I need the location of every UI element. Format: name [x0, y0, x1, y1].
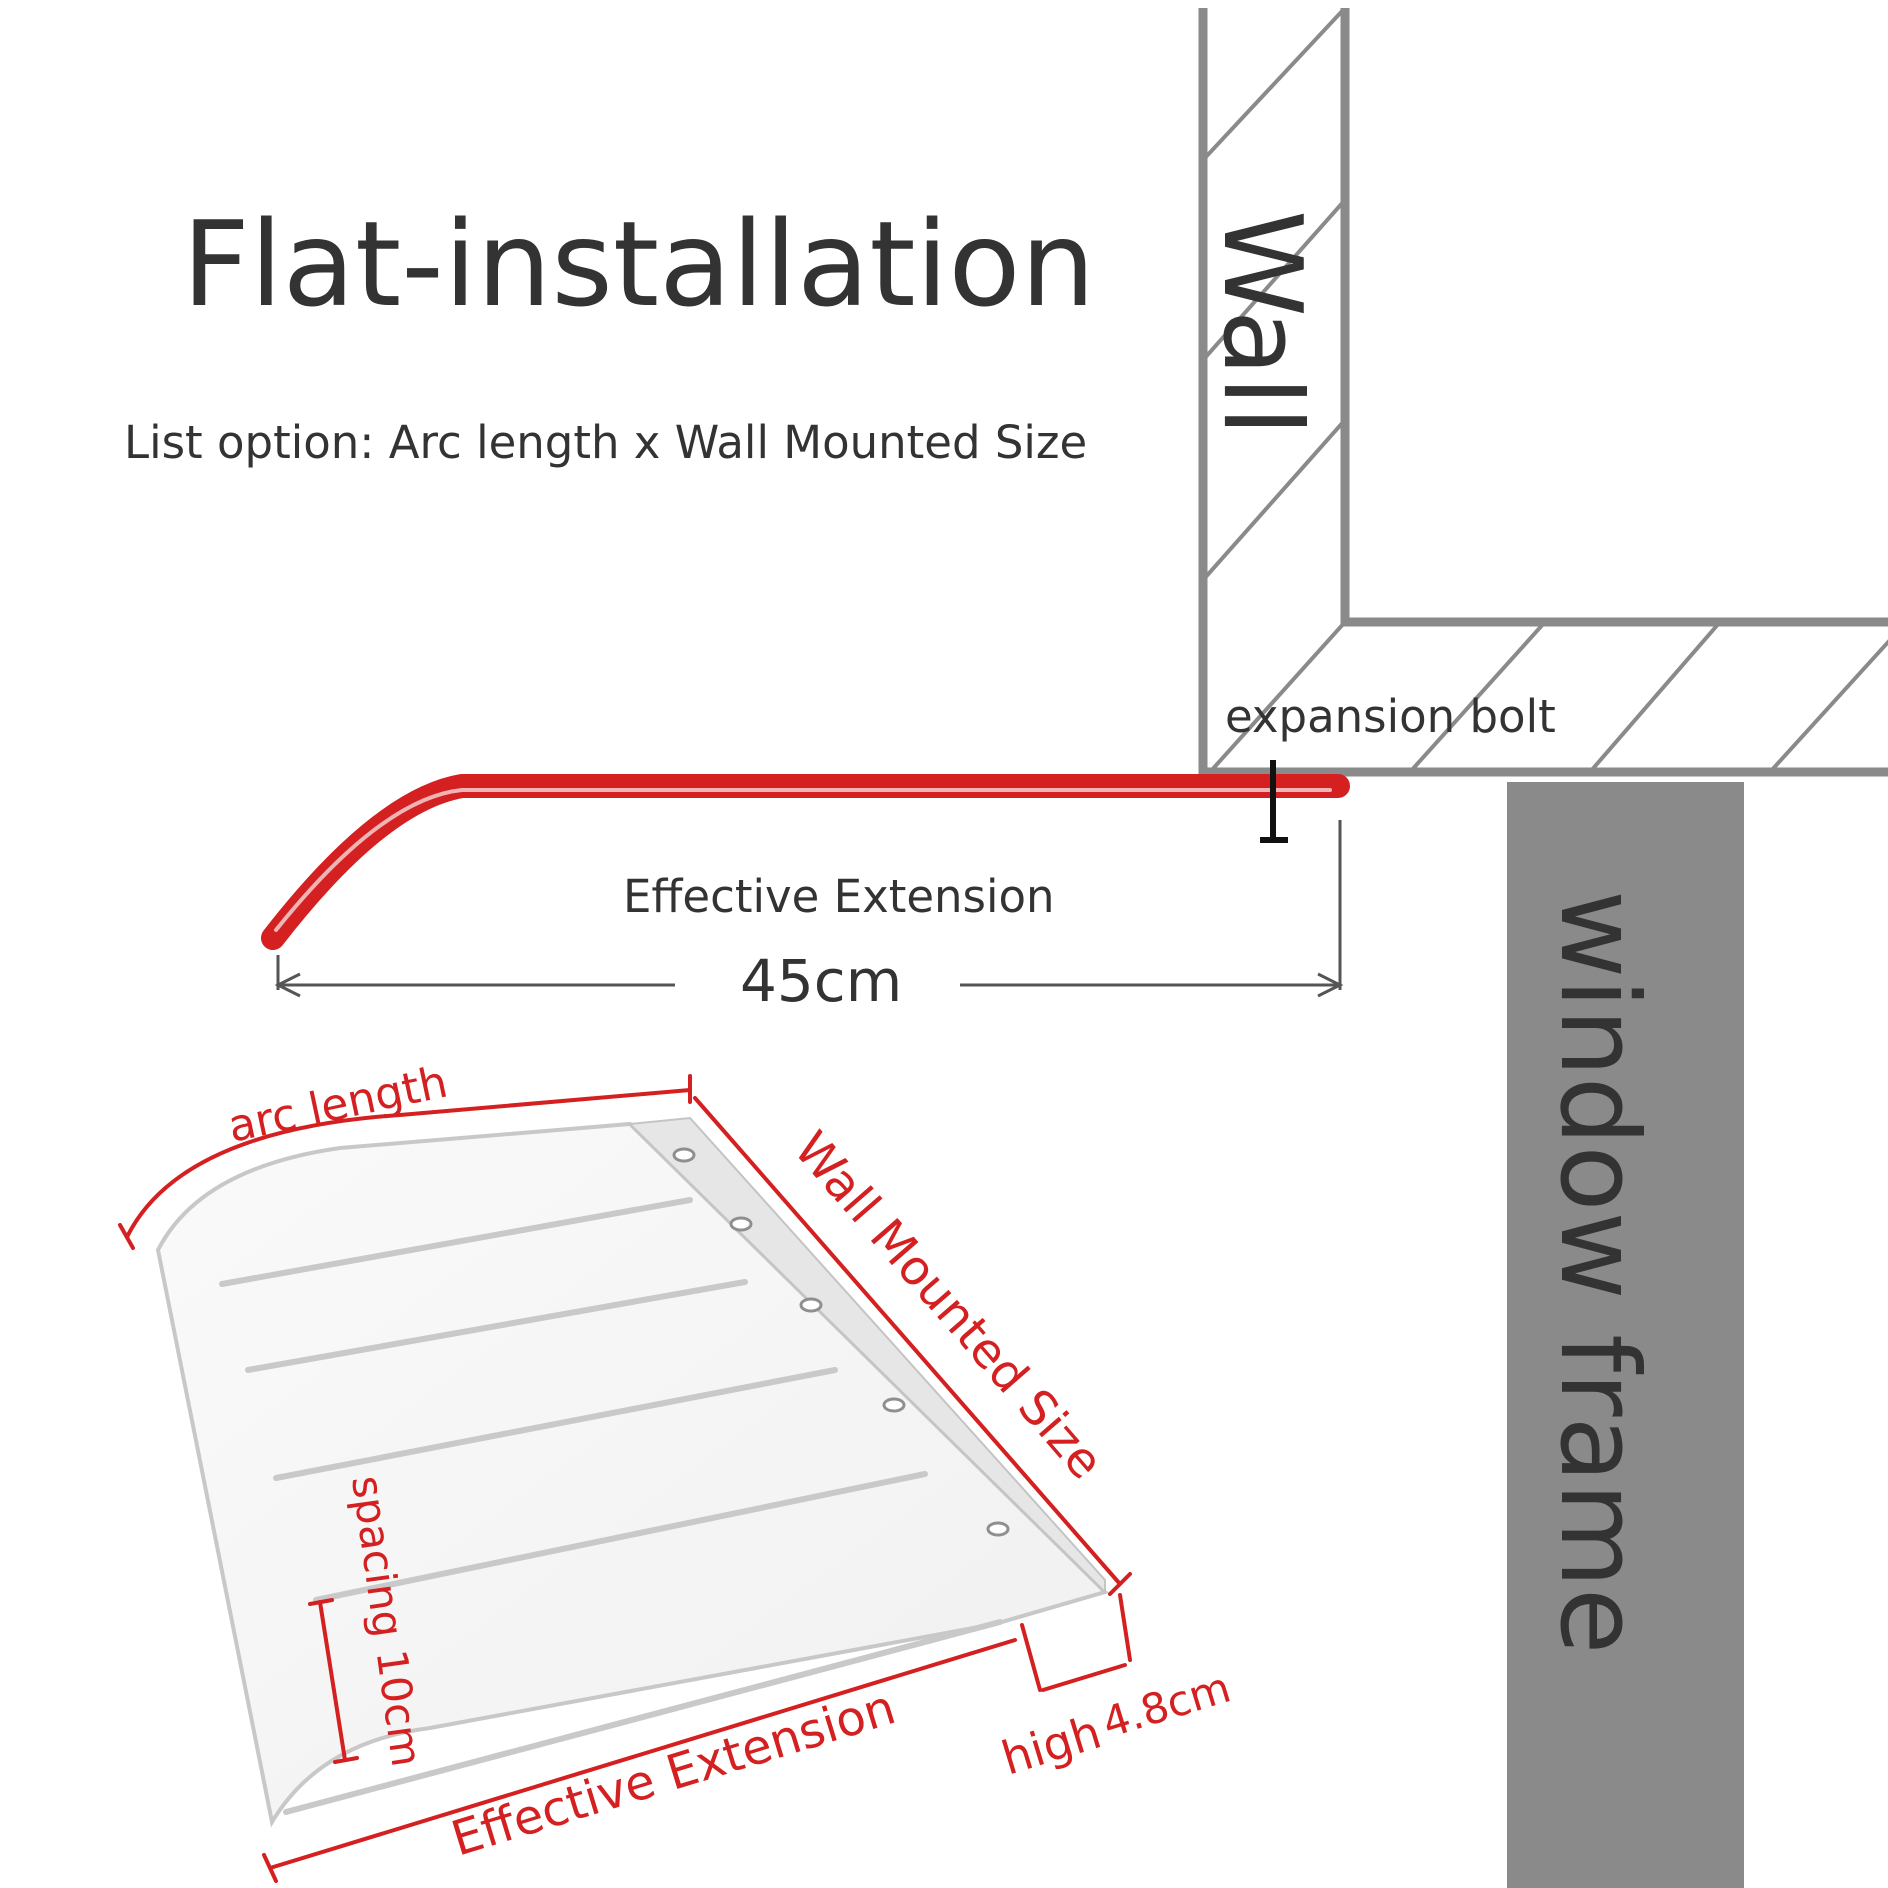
awning-panel — [155, 1116, 1109, 1828]
subtitle: List option: Arc length x Wall Mounted S… — [124, 416, 1087, 469]
panel-ribs — [219, 1197, 1003, 1815]
expansion-bolt-label: expansion bolt — [1225, 690, 1556, 743]
high-value: 4.8cm — [1097, 1662, 1236, 1747]
awning-bracket — [261, 774, 1350, 950]
extension-value: 45cm — [740, 947, 902, 1015]
bottom-extension-line — [268, 1638, 1017, 1870]
extension-dimension — [274, 820, 1344, 998]
wall-hatching — [1203, 8, 1345, 582]
mounting-holes — [672, 1147, 1010, 1537]
wall-label: Wall — [1199, 210, 1324, 436]
page-title: Flat-installation — [182, 195, 1095, 333]
panel-dimensions — [118, 1074, 1132, 1883]
ceiling-hatching — [1208, 622, 1888, 772]
window-frame-label: window frame — [1536, 890, 1661, 1654]
wall-mounted-size-line — [693, 1096, 1122, 1586]
high-label: high — [995, 1705, 1107, 1786]
window-frame — [1507, 782, 1744, 1888]
arc-length-line — [125, 1088, 692, 1239]
effective-extension-label: Effective Extension — [623, 870, 1055, 923]
high-line — [1041, 1663, 1127, 1692]
expansion-bolt — [1260, 760, 1288, 843]
arc-length-label: arc length — [224, 1057, 452, 1153]
spacing-line — [318, 1600, 347, 1762]
